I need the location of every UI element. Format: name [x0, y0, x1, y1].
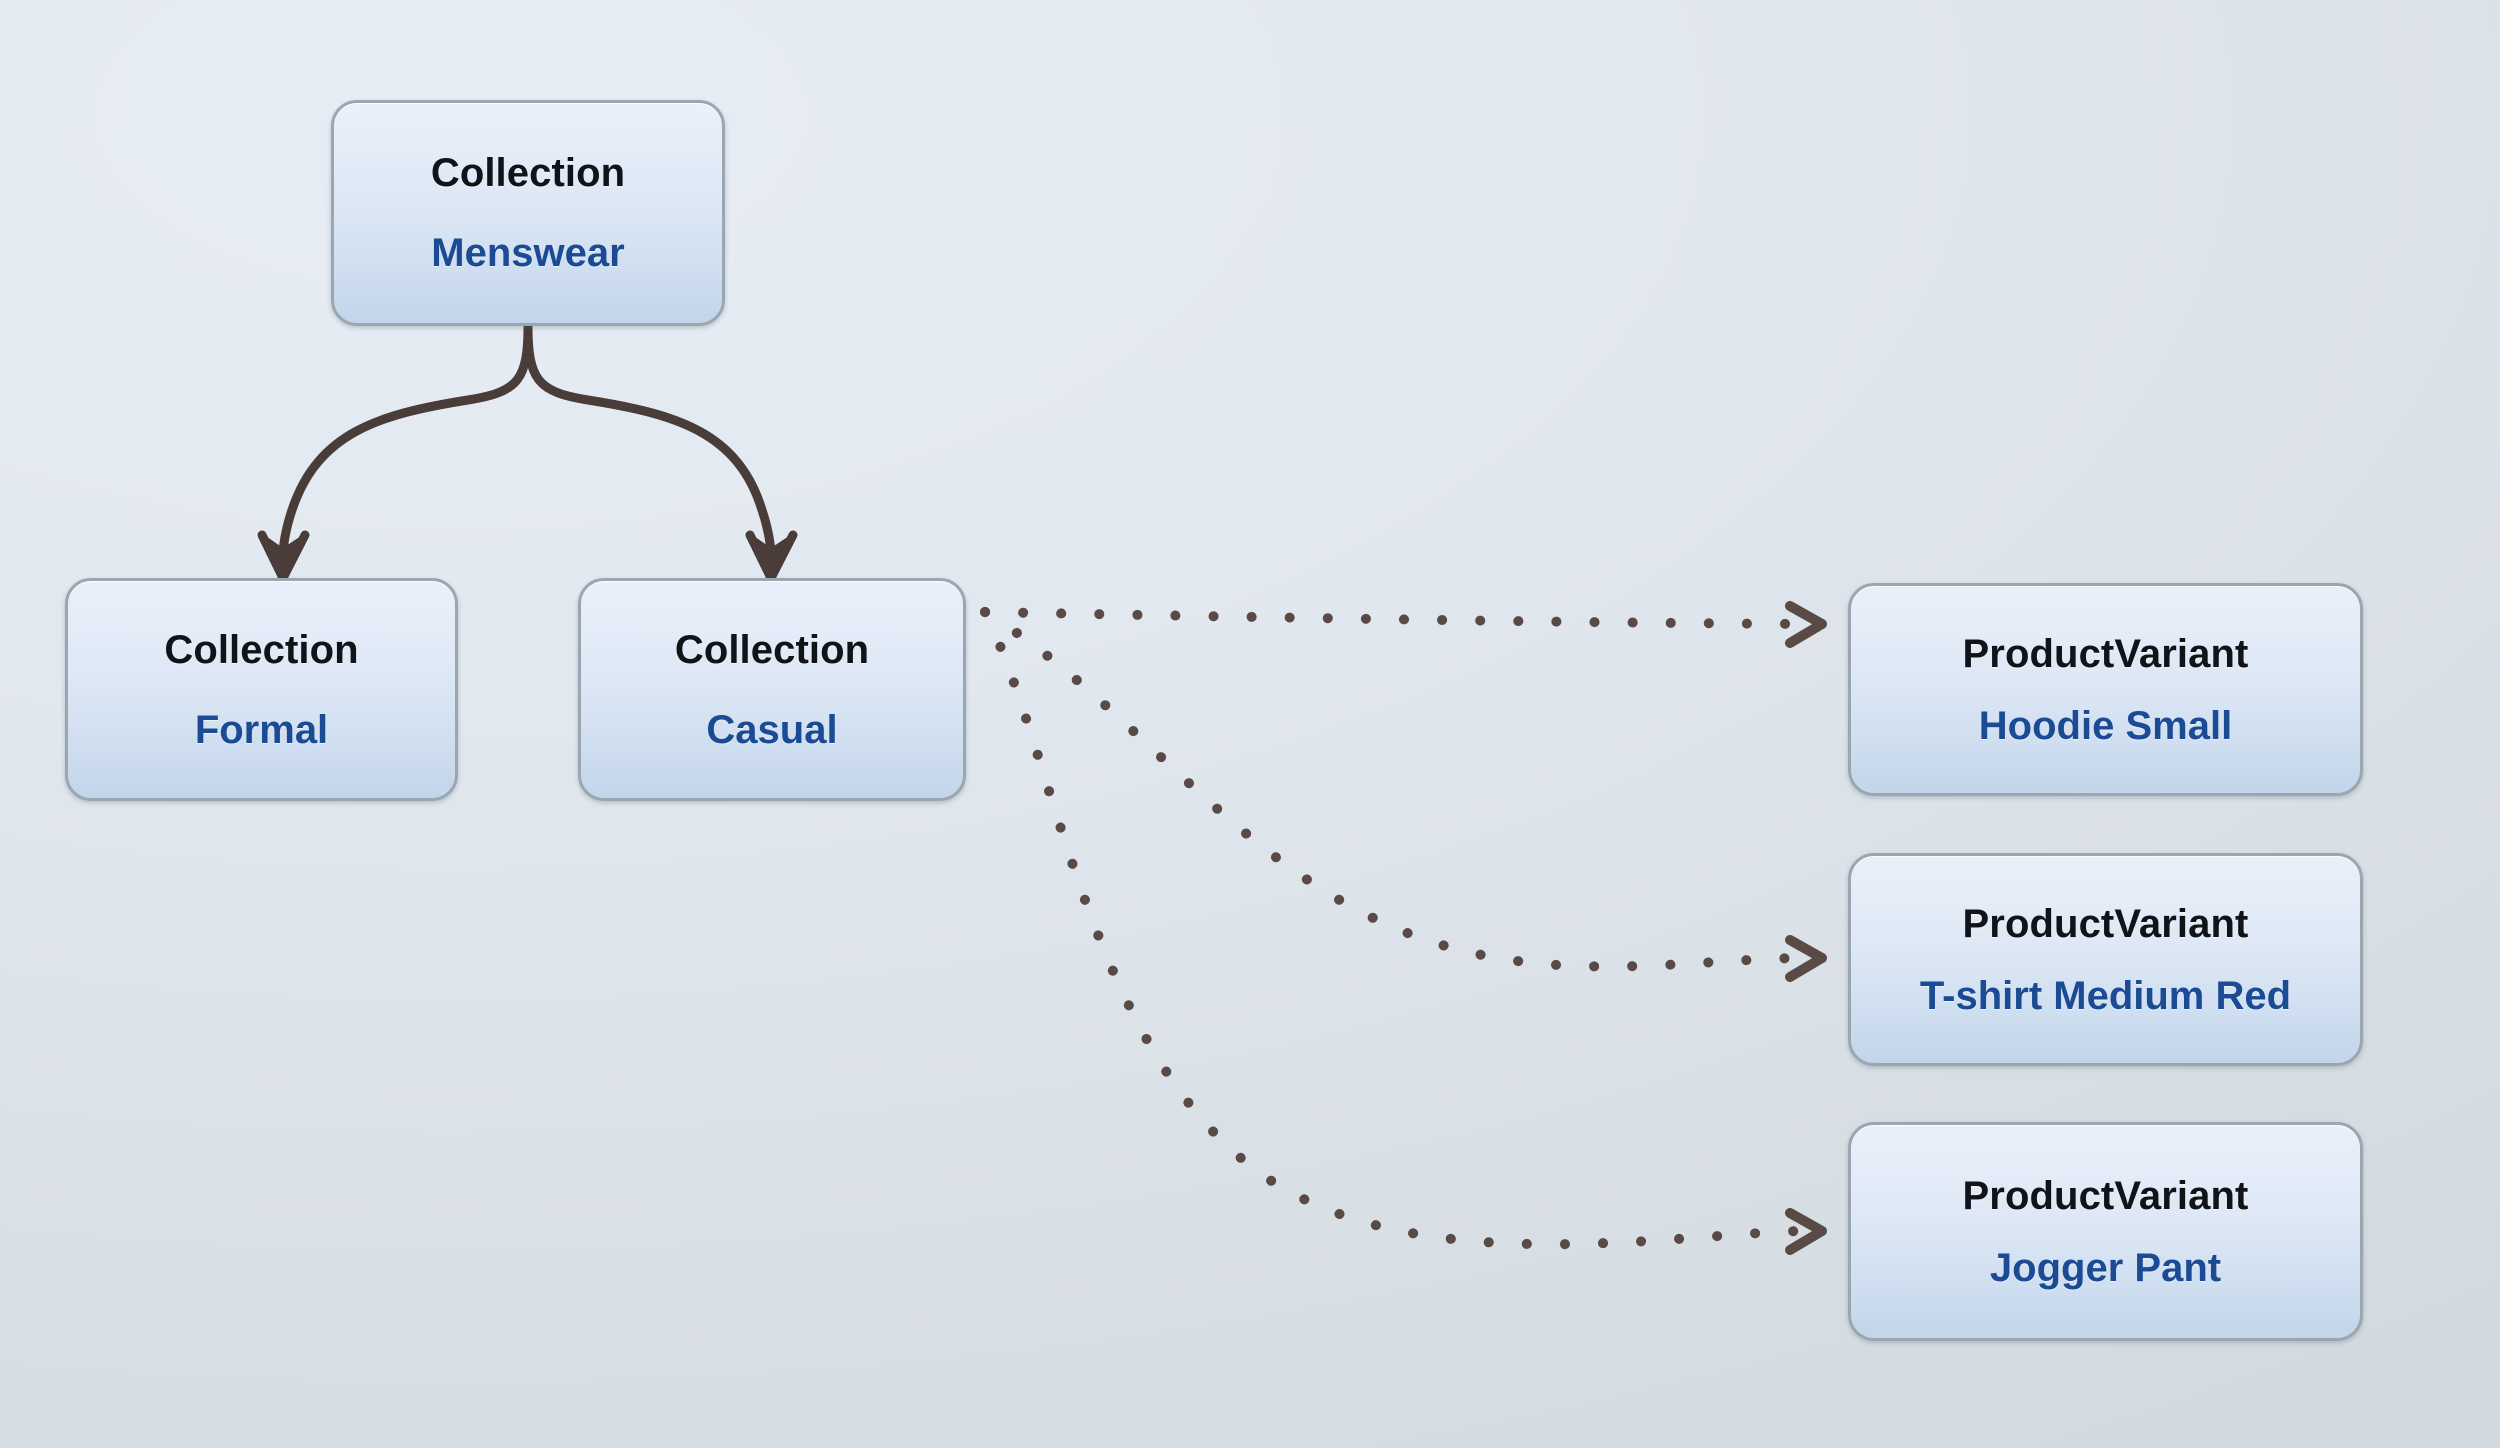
- node-type-label: ProductVariant: [1962, 901, 2249, 946]
- node-collection-formal[interactable]: Collection Formal: [65, 578, 458, 801]
- edge-casual-to-tshirt-medium-red: [980, 607, 1827, 982]
- edge-menswear-to-casual: [523, 321, 798, 583]
- node-type-label: Collection: [430, 151, 626, 195]
- node-type-label: Collection: [674, 627, 870, 672]
- node-name-label: Jogger Pant: [1989, 1245, 2222, 1290]
- node-productvariant-hoodie-small[interactable]: ProductVariant Hoodie Small: [1848, 583, 2363, 796]
- node-name-label: T-shirt Medium Red: [1919, 973, 2292, 1018]
- edge-casual-to-hoodie-small: [980, 601, 1827, 648]
- node-collection-menswear[interactable]: Collection Menswear: [331, 100, 725, 326]
- node-name-label: Menswear: [431, 231, 625, 275]
- node-collection-casual[interactable]: Collection Casual: [578, 578, 966, 801]
- node-type-label: ProductVariant: [1962, 1173, 2249, 1218]
- node-productvariant-jogger-pant[interactable]: ProductVariant Jogger Pant: [1848, 1122, 2363, 1341]
- node-name-label: Formal: [194, 707, 329, 752]
- node-type-label: ProductVariant: [1962, 631, 2249, 676]
- edge-menswear-to-formal: [257, 321, 533, 583]
- node-type-label: Collection: [164, 627, 359, 672]
- node-name-label: Hoodie Small: [1978, 703, 2233, 748]
- edge-casual-to-jogger-pant: [980, 607, 1827, 1255]
- node-productvariant-tshirt-medium-red[interactable]: ProductVariant T-shirt Medium Red: [1848, 853, 2363, 1066]
- node-name-label: Casual: [706, 707, 838, 752]
